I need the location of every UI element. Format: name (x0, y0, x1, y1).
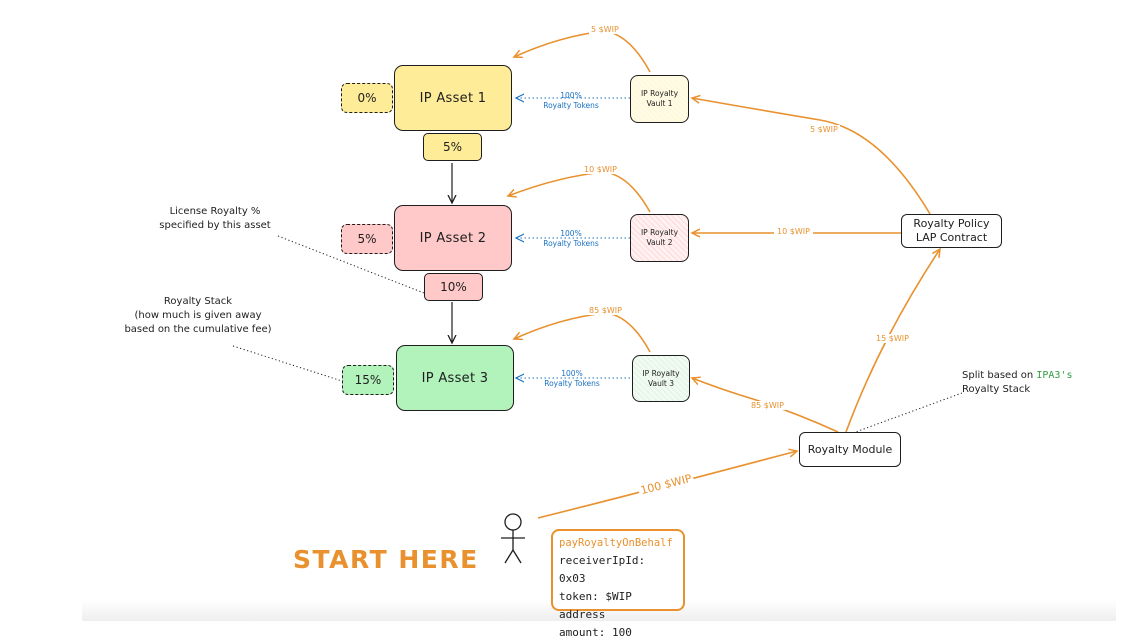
royalty-stack-3-value: 15% (354, 373, 382, 387)
license-royalty-asset-1: 5% (423, 133, 482, 161)
royalty-vault-1: IP Royalty Vault 1 (630, 75, 689, 123)
royalty-tokens-3-percent: 100% (561, 369, 583, 378)
royalty-stack-note: Royalty Stack (how much is given away ba… (108, 295, 288, 337)
policy-line1: Royalty Policy (913, 217, 990, 230)
vault-2-line1: IP Royalty (640, 228, 679, 237)
license-royalty-2-value: 10% (440, 280, 467, 294)
royalty-stack-asset-2: 5% (341, 224, 393, 254)
arrow-policy-to-vault1 (692, 98, 931, 215)
flow-vault2-asset2: 10 $WIP (582, 165, 619, 174)
stack-note-line2: (how much is given away (134, 310, 262, 321)
pay-royalty-call-box: payRoyaltyOnBehalf receiverIpId: 0x03 to… (551, 529, 685, 639)
stack-note-line1: Royalty Stack (163, 296, 233, 307)
split-note-prefix: Split based on (962, 370, 1037, 381)
arrow-module-to-vault3 (692, 378, 839, 433)
vault-2-line2: Vault 2 (646, 238, 673, 247)
stack-note-line3: based on the cumulative fee) (124, 324, 272, 335)
ip-asset-3-label: IP Asset 3 (421, 370, 489, 386)
ip-asset-3: IP Asset 3 (396, 345, 514, 411)
royalty-stack-2-value: 5% (357, 232, 377, 246)
royalty-tokens-3-text: Royalty Tokens (544, 379, 600, 388)
ip-asset-2-label: IP Asset 2 (419, 230, 487, 246)
ip-asset-1: IP Asset 1 (394, 65, 512, 131)
license-royalty-1-value: 5% (442, 140, 463, 154)
stack-note-line (232, 345, 343, 382)
policy-line2: LAP Contract (915, 231, 988, 244)
call-function-name: payRoyaltyOnBehalf (559, 537, 673, 549)
flow-module-policy: 15 $WIP (874, 334, 911, 343)
split-note-line1: Split based on IPA3's (962, 369, 1072, 383)
royalty-policy-lap-contract: Royalty Policy LAP Contract (901, 214, 1002, 248)
ip-asset-2: IP Asset 2 (394, 205, 512, 271)
start-here-label: START HERE (293, 545, 479, 574)
royalty-tokens-1-percent: 100% (560, 91, 582, 100)
royalty-tokens-2-percent: 100% (560, 229, 582, 238)
split-note-line (849, 392, 963, 435)
call-token: token: $WIP address (559, 590, 632, 621)
call-receiver: receiverIpId: 0x03 (559, 554, 646, 585)
arrow-vault3-to-asset3 (514, 312, 651, 353)
flow-policy-vault1: 5 $WIP (808, 125, 840, 134)
flow-policy-vault2: 10 $WIP (774, 227, 813, 236)
license-royalty-note: License Royalty % specified by this asse… (140, 205, 290, 233)
flow-vault1-asset1: 5 $WIP (589, 25, 621, 34)
split-note-highlight: IPA3's (1036, 370, 1073, 381)
vault-3-line2: Vault 3 (647, 378, 675, 388)
ip-asset-1-label: IP Asset 1 (419, 90, 487, 106)
royalty-stack-asset-3: 15% (342, 365, 394, 395)
royalty-vault-3: IP Royalty Vault 3 (632, 355, 690, 402)
flow-module-vault3: 85 $WIP (749, 401, 786, 410)
royalty-tokens-label-3: 100% Royalty Tokens (536, 369, 608, 389)
royalty-vault-2: IP Royalty Vault 2 (630, 214, 689, 262)
royalty-stack-asset-1: 0% (341, 83, 393, 113)
vault-3-line1: IP Royalty (642, 368, 680, 378)
license-note-line (277, 235, 425, 294)
license-note-line2: specified by this asset (159, 220, 271, 231)
royalty-module: Royalty Module (799, 432, 901, 467)
vault-1-line2: Vault 1 (646, 99, 673, 108)
license-royalty-asset-2: 10% (424, 273, 483, 301)
call-amount: amount: 100 (559, 626, 632, 639)
arrow-vault1-to-asset1 (514, 30, 651, 73)
royalty-tokens-2-text: Royalty Tokens (543, 239, 599, 248)
split-note: Split based on IPA3's Royalty Stack (962, 369, 1072, 397)
user-figure-icon (501, 513, 525, 564)
royalty-tokens-label-1: 100% Royalty Tokens (535, 91, 607, 111)
license-note-line1: License Royalty % (169, 206, 261, 217)
flow-vault3-asset3: 85 $WIP (587, 306, 624, 315)
vault-1-line1: IP Royalty (640, 89, 679, 98)
arrow-vault2-to-asset2 (508, 171, 651, 213)
royalty-tokens-label-2: 100% Royalty Tokens (535, 229, 607, 249)
royalty-tokens-1-text: Royalty Tokens (543, 101, 599, 110)
royalty-stack-1-value: 0% (357, 91, 377, 105)
module-label: Royalty Module (807, 442, 893, 456)
split-note-line2: Royalty Stack (962, 384, 1031, 395)
